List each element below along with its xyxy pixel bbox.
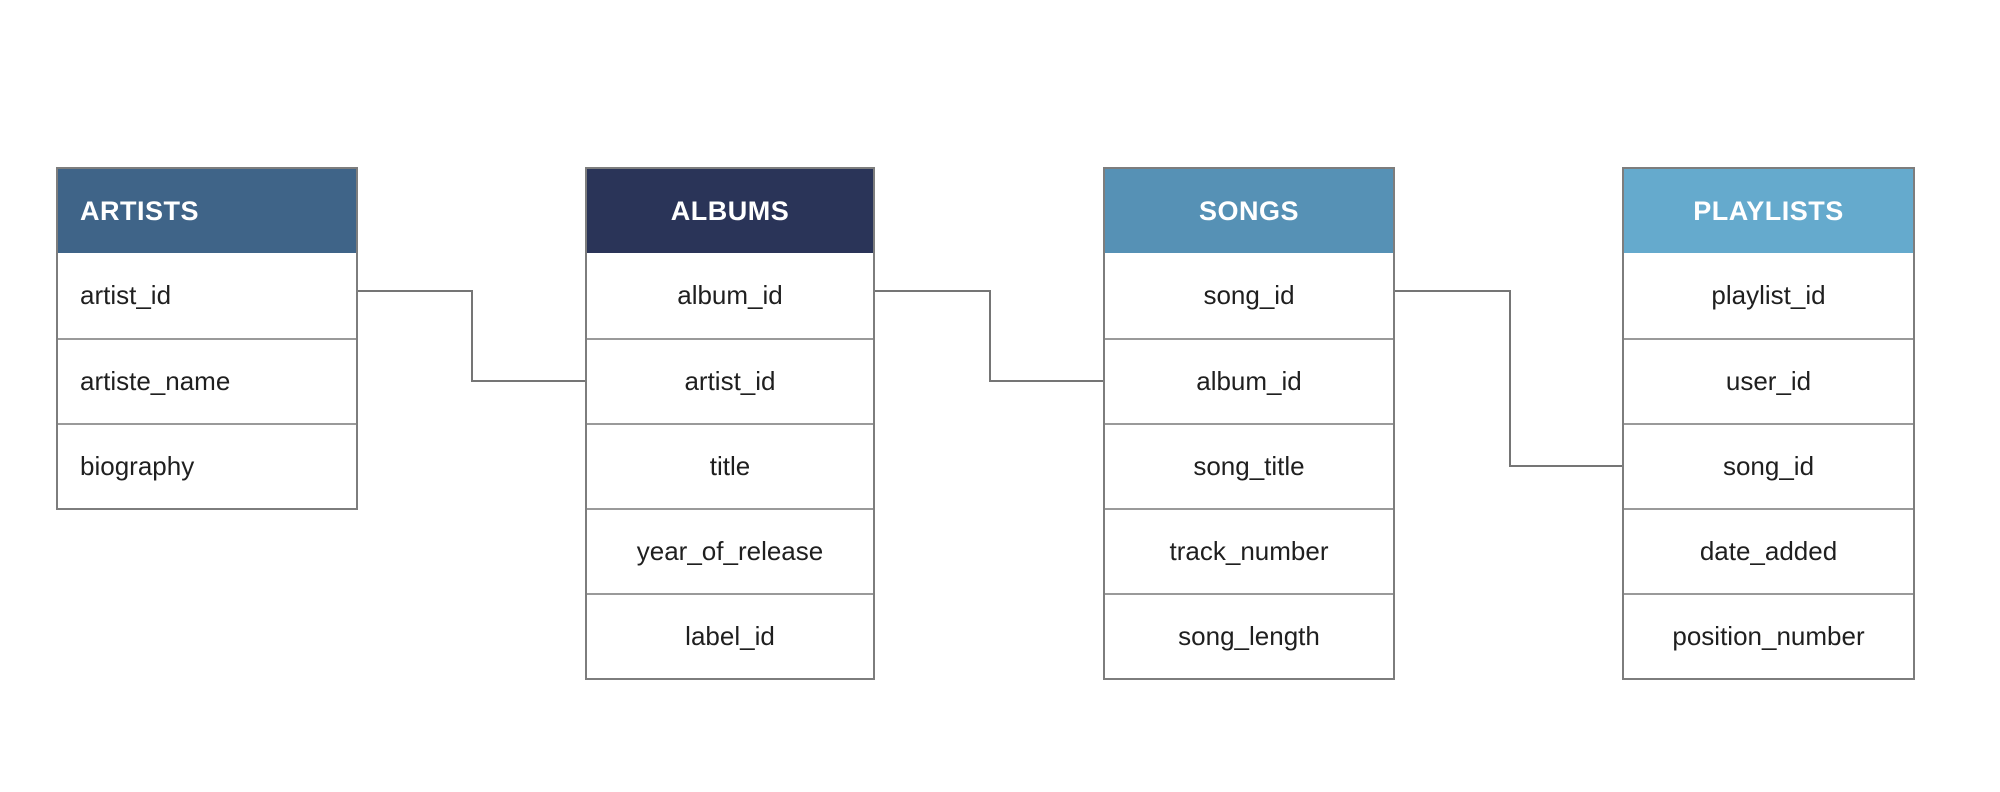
table-header-artists: ARTISTS: [58, 169, 356, 253]
field-row: position_number: [1624, 593, 1913, 678]
table-header-albums: ALBUMS: [587, 169, 873, 253]
field-row: song_title: [1105, 423, 1393, 508]
table-title: PLAYLISTS: [1693, 195, 1844, 226]
entity-table-songs: SONGS song_id album_id song_title track_…: [1103, 167, 1395, 680]
connector-artists-albums: [358, 290, 585, 382]
field-row: artist_id: [58, 253, 356, 338]
table-header-playlists: PLAYLISTS: [1624, 169, 1913, 253]
field-row: artiste_name: [58, 338, 356, 423]
field-row: album_id: [1105, 338, 1393, 423]
field-row: playlist_id: [1624, 253, 1913, 338]
field-row: title: [587, 423, 873, 508]
field-row: date_added: [1624, 508, 1913, 593]
field-row: artist_id: [587, 338, 873, 423]
field-row: album_id: [587, 253, 873, 338]
connector-albums-songs: [875, 290, 1103, 382]
entity-table-artists: ARTISTS artist_id artiste_name biography: [56, 167, 358, 510]
field-row: user_id: [1624, 338, 1913, 423]
table-title: ARTISTS: [80, 195, 200, 226]
entity-table-playlists: PLAYLISTS playlist_id user_id song_id da…: [1622, 167, 1915, 680]
field-row: song_id: [1105, 253, 1393, 338]
connector-songs-playlists: [1395, 290, 1622, 467]
field-row: biography: [58, 423, 356, 508]
entity-table-albums: ALBUMS album_id artist_id title year_of_…: [585, 167, 875, 680]
field-row: label_id: [587, 593, 873, 678]
field-row: year_of_release: [587, 508, 873, 593]
table-title: ALBUMS: [670, 195, 790, 226]
field-row: song_id: [1624, 423, 1913, 508]
table-header-songs: SONGS: [1105, 169, 1393, 253]
field-row: track_number: [1105, 508, 1393, 593]
table-title: SONGS: [1198, 195, 1300, 226]
field-row: song_length: [1105, 593, 1393, 678]
